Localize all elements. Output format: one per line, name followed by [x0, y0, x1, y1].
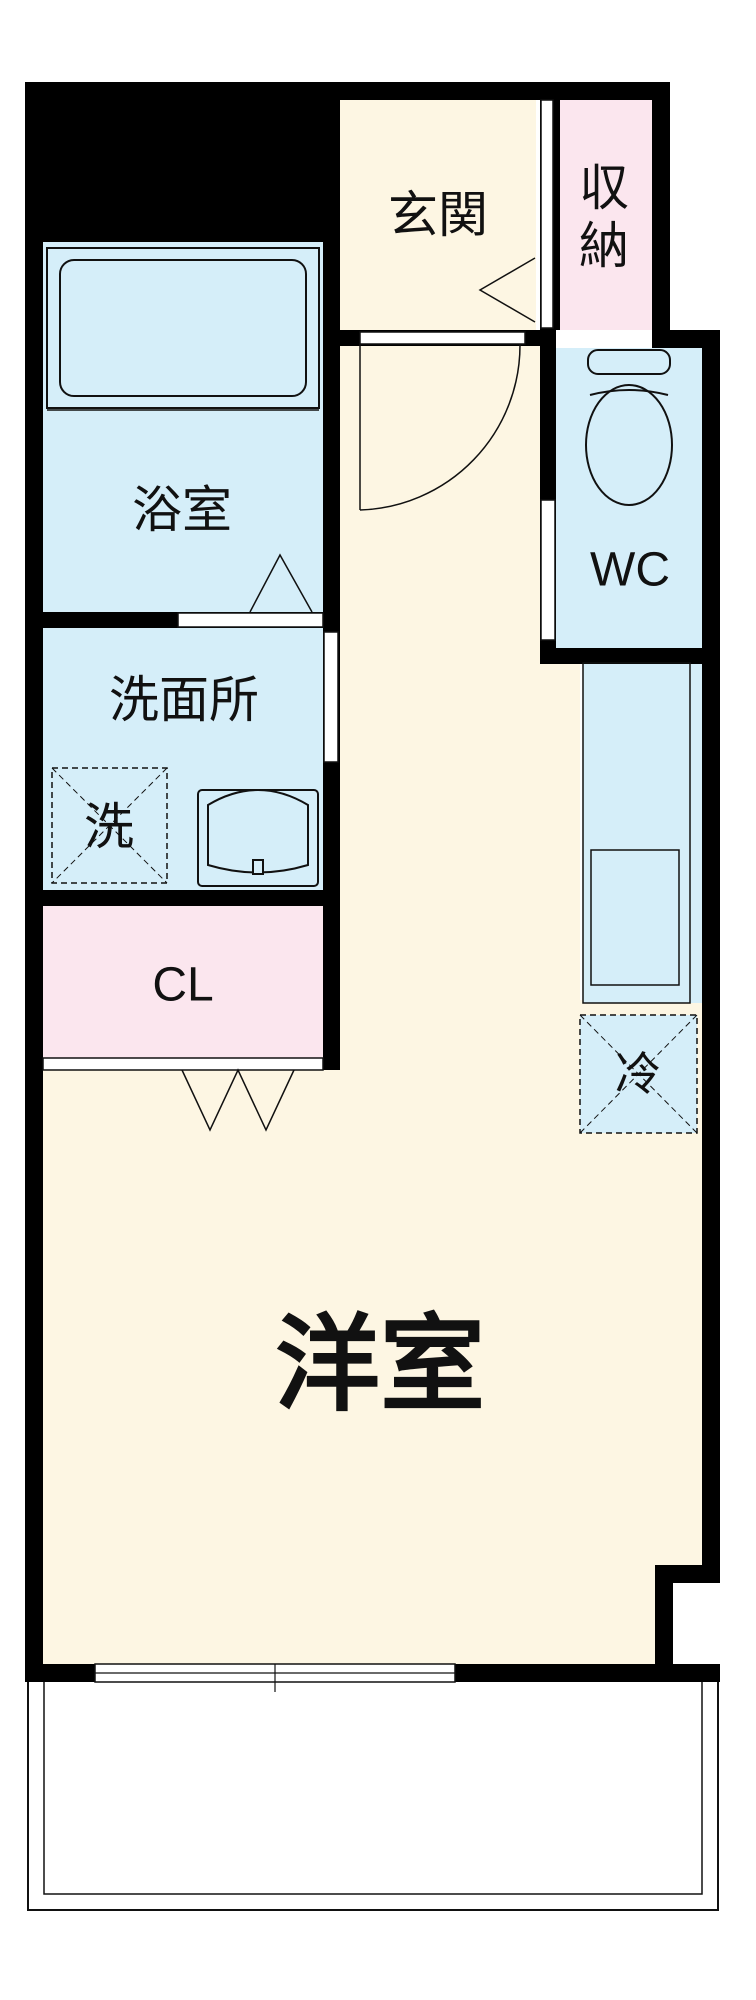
door-swing-icon [181, 257, 536, 1132]
balcony [27, 1679, 719, 1911]
label-wc: WC [590, 544, 670, 597]
label-storage: 収納 [579, 159, 633, 275]
toilet-icon [585, 349, 673, 506]
kitchen-counter-icon [582, 662, 691, 1004]
label-western: 洋室 [275, 1304, 485, 1426]
door-openings [42, 99, 556, 1692]
room-labels: 玄関 収納 浴室 WC 洗面所 洗 CL 冷 洋室 [84, 159, 670, 1426]
sink-icon [197, 789, 319, 887]
label-closet: CL [152, 959, 213, 1012]
bathtub-icon [46, 247, 320, 411]
label-entrance: 玄関 [388, 186, 488, 244]
label-fridge: 冷 [615, 1047, 661, 1101]
label-washer: 洗 [84, 798, 134, 856]
label-washroom: 洗面所 [109, 671, 259, 729]
washer-space [51, 767, 168, 884]
label-bath: 浴室 [132, 481, 232, 539]
fridge-space [579, 1014, 698, 1134]
